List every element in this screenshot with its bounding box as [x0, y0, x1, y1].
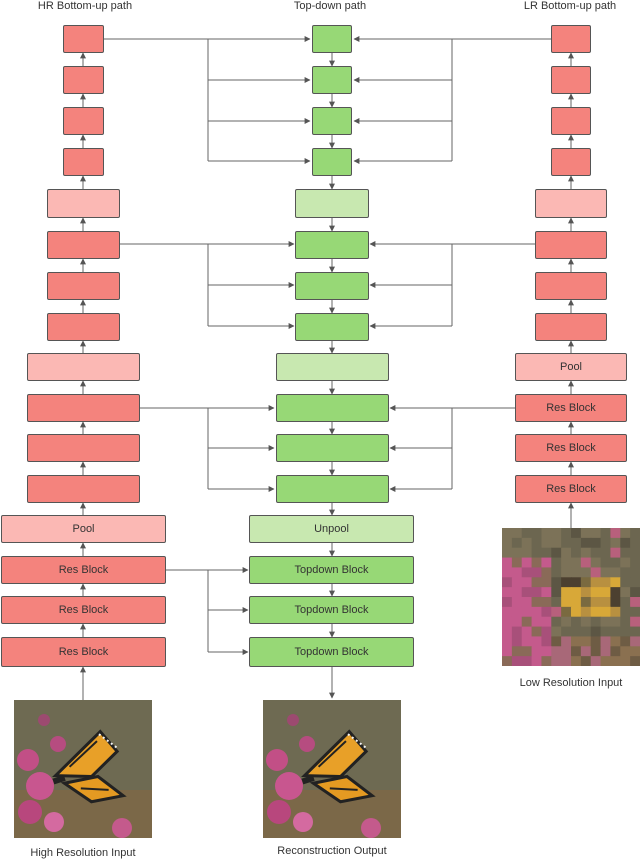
pool-label: Pool: [559, 361, 583, 373]
hr-block: [63, 25, 104, 53]
hr-res-block: Res Block: [1, 637, 166, 667]
hr-block: [27, 434, 140, 462]
unpool-label: Unpool: [314, 523, 349, 535]
td-topdown-block: Topdown Block: [249, 556, 414, 584]
low-resolution-input-caption: Low Resolution Input: [519, 677, 623, 689]
lr-res-block: Res Block: [515, 475, 627, 503]
td-path-title: Top-down path: [293, 0, 367, 12]
lr-pool-block: [535, 189, 607, 218]
hr-res-block: Res Block: [1, 556, 166, 584]
res-block-label: Res Block: [546, 402, 596, 414]
lr-block: [535, 313, 607, 341]
pool-label: Pool: [72, 523, 95, 535]
td-block: [312, 148, 352, 176]
reconstruction-output-caption: Reconstruction Output: [277, 845, 387, 857]
lr-block: [535, 231, 607, 259]
td-block: [276, 434, 389, 462]
hr-res-block: Res Block: [1, 596, 166, 624]
td-unpool-block: Unpool: [249, 515, 414, 543]
hr-pool-block: [47, 189, 120, 218]
td-topdown-block: Topdown Block: [249, 596, 414, 624]
res-block-label: Res Block: [58, 604, 109, 616]
td-block: [295, 231, 369, 259]
reconstruction-output-image: [263, 700, 401, 838]
lr-res-block: Res Block: [515, 434, 627, 462]
res-block-label: Res Block: [546, 442, 596, 454]
lr-block: [551, 66, 591, 94]
td-block: [312, 107, 352, 135]
lr-block: [535, 272, 607, 300]
td-block: [276, 394, 389, 422]
hr-block: [63, 66, 104, 94]
lr-path-title: LR Bottom-up path: [523, 0, 617, 12]
hr-block: [63, 107, 104, 135]
td-block: [295, 272, 369, 300]
res-block-label: Res Block: [58, 564, 109, 576]
res-block-label: Res Block: [546, 483, 596, 495]
hr-block: [47, 272, 120, 300]
lr-block: [551, 25, 591, 53]
td-block: [276, 475, 389, 503]
td-block: [312, 25, 352, 53]
lr-res-block: Res Block: [515, 394, 627, 422]
res-block-label: Res Block: [58, 646, 109, 658]
td-topdown-block: Topdown Block: [249, 637, 414, 667]
high-resolution-input-caption: High Resolution Input: [30, 847, 136, 859]
hr-pool-block: [27, 353, 140, 381]
topdown-block-label: Topdown Block: [294, 564, 369, 576]
td-unpool-block: [276, 353, 389, 381]
lr-block: [551, 148, 591, 176]
high-resolution-input-image: [14, 700, 152, 838]
topdown-block-label: Topdown Block: [294, 646, 369, 658]
hr-block: [63, 148, 104, 176]
td-block: [295, 313, 369, 341]
hr-block: [27, 475, 140, 503]
hr-path-title: HR Bottom-up path: [37, 0, 133, 12]
td-unpool-block: [295, 189, 369, 218]
td-block: [312, 66, 352, 94]
low-resolution-input-image: [502, 528, 640, 666]
lr-block: [551, 107, 591, 135]
hr-block: [47, 231, 120, 259]
hr-pool-block: Pool: [1, 515, 166, 543]
hr-block: [47, 313, 120, 341]
topdown-block-label: Topdown Block: [294, 604, 369, 616]
lr-pool-block: Pool: [515, 353, 627, 381]
hr-block: [27, 394, 140, 422]
